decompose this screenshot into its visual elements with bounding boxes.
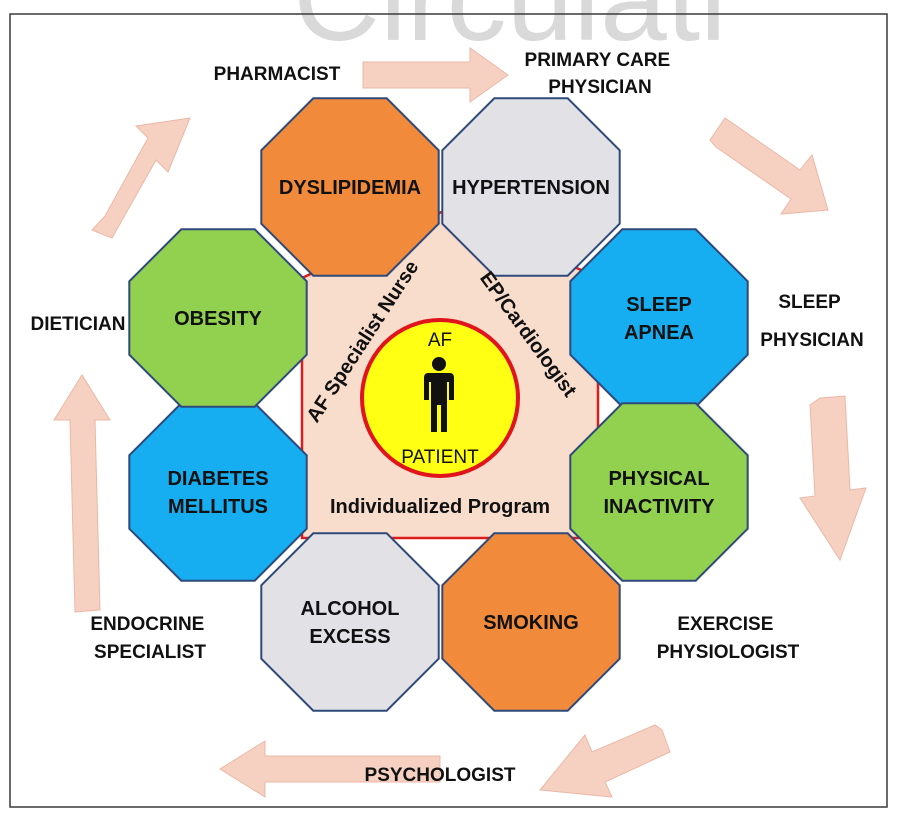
label-endocrine-specialist: ENDOCRINE SPECIALIST — [90, 614, 209, 663]
octagon-shape — [569, 228, 749, 408]
octagon-shape — [569, 402, 749, 582]
risk-factor-label: SMOKING — [483, 612, 579, 634]
patient-label: PATIENT — [401, 447, 479, 468]
label-exercise-line2: PHYSIOLOGIST — [657, 642, 800, 663]
arrow-top-right — [709, 117, 829, 215]
risk-factor-label: DYSLIPIDEMIA — [279, 177, 421, 199]
arrow-bottom — [219, 740, 441, 798]
label-pharmacist: PHARMACIST — [214, 64, 341, 85]
label-primary-care-line1: PRIMARY CARE — [525, 50, 671, 71]
risk-factor-smoking: SMOKING — [441, 532, 621, 712]
risk-factor-dyslipidemia: DYSLIPIDEMIA — [260, 97, 440, 277]
octagon-shape — [260, 532, 440, 712]
patient-core: AF PATIENT — [360, 318, 520, 478]
label-sleep-line2: PHYSICIAN — [760, 330, 863, 351]
arrow-bottom-right — [539, 724, 671, 798]
octagon-shape — [260, 97, 440, 277]
arrow-right — [799, 395, 867, 562]
person-icon — [424, 357, 454, 432]
label-endocrine-line2: SPECIALIST — [94, 642, 206, 663]
risk-factor-obesity: OBESITY — [128, 228, 308, 408]
risk-factor-label: OBESITY — [174, 308, 262, 330]
label-endocrine-line1: ENDOCRINE — [90, 614, 204, 635]
octagon-shape — [128, 402, 308, 582]
arrow-top — [362, 47, 509, 103]
risk-factor-hypertension: HYPERTENSION — [441, 97, 621, 277]
label-dietician: DIETICIAN — [31, 314, 126, 335]
octagon-shape — [128, 228, 308, 408]
patient-af-label: AF — [428, 330, 452, 351]
diagram-frame — [9, 13, 888, 808]
arrow-top-left — [91, 117, 191, 239]
label-psychologist: PSYCHOLOGIST — [365, 765, 516, 786]
risk-factor-label: HYPERTENSION — [452, 177, 610, 199]
octagon-shape — [441, 97, 621, 277]
watermark: Circulati — [293, 0, 726, 66]
label-primary-care-physician: PRIMARY CARE PHYSICIAN — [525, 50, 676, 98]
label-individualized-program: Individualized Program — [330, 496, 550, 518]
specialist-labels: PHARMACIST PRIMARY CARE PHYSICIAN SLEEP … — [31, 50, 864, 786]
label-exercise-physiologist: EXERCISE PHYSIOLOGIST — [657, 614, 800, 663]
octagon-shape — [441, 532, 621, 712]
label-sleep-physician: SLEEP PHYSICIAN — [760, 292, 863, 351]
label-primary-care-line2: PHYSICIAN — [548, 77, 651, 98]
arrow-left — [53, 374, 111, 613]
label-sleep-line1: SLEEP — [778, 292, 841, 313]
cycle-arrows — [53, 47, 867, 798]
label-exercise-line1: EXERCISE — [677, 614, 773, 635]
